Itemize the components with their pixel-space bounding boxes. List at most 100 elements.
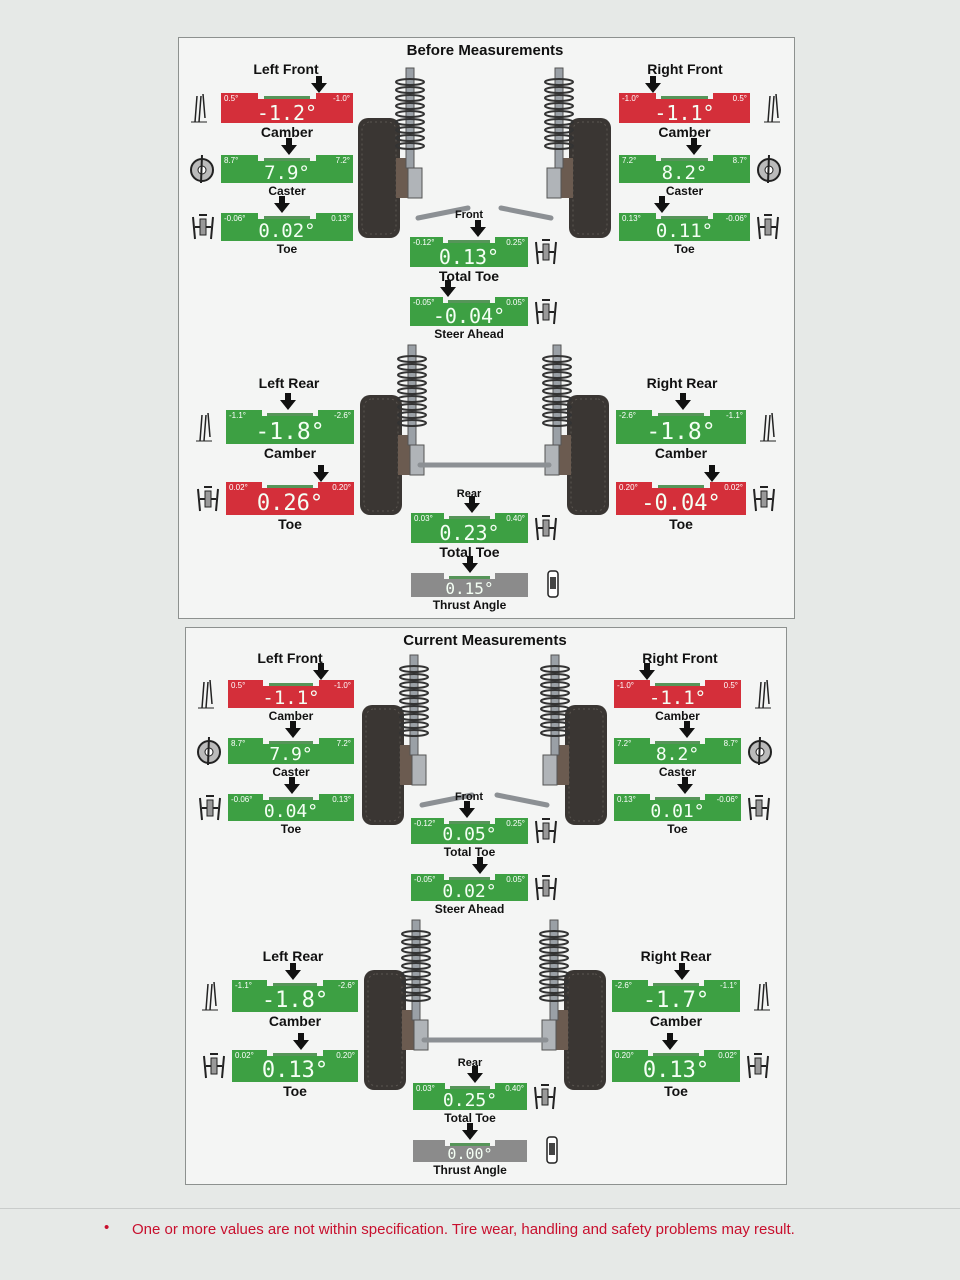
gauge-notch — [443, 573, 496, 579]
gauge-notch — [261, 482, 319, 488]
gauge-value: 7.9° — [264, 162, 310, 184]
gauge-limit-right: 0.5° — [732, 94, 747, 103]
current-thrust-angle-gauge: 0.00° Thrust Angle — [413, 1123, 558, 1177]
gauge-limit-left: -1.1° — [229, 411, 246, 420]
gauge-limit-right: -2.6° — [334, 411, 351, 420]
gauge-limit-left: -2.6° — [619, 411, 636, 420]
caster-icon — [196, 735, 222, 772]
before-steer-ahead-gauge: -0.05° 0.05° -0.04° Steer Ahead — [410, 280, 557, 341]
gauge-value: 0.02° — [258, 220, 316, 242]
gauge-limit-right: 0.40° — [506, 514, 525, 523]
left-rear-label: Left Rear — [262, 948, 324, 964]
gauge-label: Toe — [278, 516, 302, 532]
gauge-notch — [652, 482, 710, 488]
toe-icon — [744, 1050, 772, 1087]
gauge-limit-right: 8.7° — [732, 156, 747, 165]
gauge-limit-left: -0.12° — [413, 238, 435, 247]
current-rf-toe-gauge: 0.13° -0.06° 0.01° Toe — [614, 777, 770, 836]
gauge-notch — [263, 680, 319, 686]
gauge-notch — [444, 1140, 496, 1146]
gauge-value: 0.00° — [447, 1145, 493, 1163]
gauge-notch — [655, 213, 714, 219]
camber-icon — [753, 678, 773, 715]
toe-icon — [194, 483, 222, 520]
gauge-notch — [649, 794, 706, 800]
gauge-limit-right: 0.5° — [723, 681, 738, 690]
gauge-label: Toe — [674, 242, 695, 256]
toe-icon — [532, 236, 560, 273]
gauge-limit-left: -0.12° — [414, 819, 436, 828]
gauge-limit-left: -0.06° — [231, 795, 253, 804]
gauge-limit-right: -2.6° — [338, 981, 355, 990]
right-front-label: Right Front — [647, 61, 723, 77]
car-icon — [545, 1135, 559, 1170]
gauge-limit-left: 8.7° — [231, 739, 246, 748]
before-r-total-toe-gauge: 0.03° 0.40° 0.23° Total Toe — [411, 496, 557, 560]
gauge-limit-left: 0.5° — [231, 681, 246, 690]
gauge-limit-left: 0.13° — [617, 795, 636, 804]
gauge-limit-right: 0.02° — [724, 483, 743, 492]
gauge-label: Caster — [665, 184, 704, 198]
gauge-notch — [267, 1050, 323, 1056]
toe-icon — [531, 1081, 559, 1118]
gauge-notch — [655, 155, 714, 161]
gauge-value: -1.1° — [654, 101, 715, 125]
gauge-notch — [649, 680, 706, 686]
gauge-limit-right: 0.13° — [332, 795, 351, 804]
left-front-label: Left Front — [257, 650, 323, 666]
gauge-notch — [443, 513, 496, 519]
gauge-value: 0.04° — [263, 801, 319, 822]
gauge-notch — [257, 93, 317, 99]
gauge-label: Thrust Angle — [432, 598, 507, 612]
before-lr-camber-gauge: -1.1° -2.6° -1.8° Camber — [196, 393, 354, 461]
toe-icon — [189, 211, 217, 248]
gauge-notch — [257, 213, 317, 219]
toe-icon — [196, 792, 224, 829]
gauge-value: 7.9° — [269, 744, 313, 765]
left-rear-label: Left Rear — [258, 375, 320, 391]
gauge-limit-right: 0.25° — [506, 238, 525, 247]
before-rr-toe-gauge: 0.20° 0.02° -0.04° Toe — [616, 465, 775, 532]
gauge-label: Total Toe — [443, 845, 496, 859]
camber-icon — [752, 980, 772, 1017]
camber-icon — [758, 411, 778, 448]
before-lf-caster-gauge: 8.7° 7.2° 7.9° Caster — [190, 138, 353, 198]
gauge-limit-left: 0.02° — [229, 483, 248, 492]
camber-icon — [762, 92, 782, 129]
current-right-rear-suspension-illustration — [478, 919, 606, 1090]
current-lr-toe-gauge: 0.02° 0.20° 0.13° Toe — [203, 1033, 358, 1099]
gauge-value: -1.7° — [642, 988, 710, 1013]
gauge-value: -0.04° — [641, 491, 721, 516]
gauge-notch — [443, 818, 496, 824]
front-axle-label: Front — [454, 209, 484, 221]
gauge-label: Total Toe — [439, 544, 500, 560]
gauge-limit-right: -1.1° — [726, 411, 743, 420]
gauge-value: 0.11° — [655, 220, 714, 242]
before-rr-camber-gauge: -2.6° -1.1° -1.8° Camber — [616, 393, 776, 461]
before-thrust-angle-gauge: 0.15° Thrust Angle — [411, 556, 559, 612]
gauge-notch — [652, 410, 710, 416]
gauge-notch — [647, 980, 705, 986]
current-right-front-suspension-illustration — [494, 654, 607, 825]
current-title: Current Measurements — [403, 632, 567, 649]
gauge-label: Caster — [272, 765, 310, 779]
gauge-value: 8.2° — [661, 162, 708, 184]
gauge-bar — [413, 1140, 527, 1162]
gauge-limit-right: 0.05° — [506, 875, 525, 884]
gauge-value: 0.05° — [442, 824, 497, 845]
camber-icon — [189, 92, 209, 129]
current-lf-camber-gauge: 0.5° -1.0° -1.1° Camber — [198, 663, 354, 723]
before-rf-caster-gauge: 7.2° 8.7° 8.2° Caster — [619, 138, 781, 198]
gauge-limit-left: -0.05° — [414, 875, 436, 884]
gauge-value: 0.13° — [642, 1058, 710, 1083]
before-rf-toe-gauge: 0.13° -0.06° 0.11° Toe — [619, 196, 779, 256]
gauge-limit-right: 0.05° — [506, 298, 525, 307]
gauge-value: 0.13° — [438, 245, 500, 269]
gauge-limit-left: 0.03° — [414, 514, 433, 523]
gauge-label: Camber — [260, 124, 314, 140]
gauge-label: Toe — [280, 822, 302, 836]
gauge-value: 0.13° — [261, 1058, 329, 1083]
toe-icon — [532, 512, 560, 549]
current-steer-ahead-gauge: -0.05° 0.05° 0.02° Steer Ahead — [411, 857, 557, 916]
